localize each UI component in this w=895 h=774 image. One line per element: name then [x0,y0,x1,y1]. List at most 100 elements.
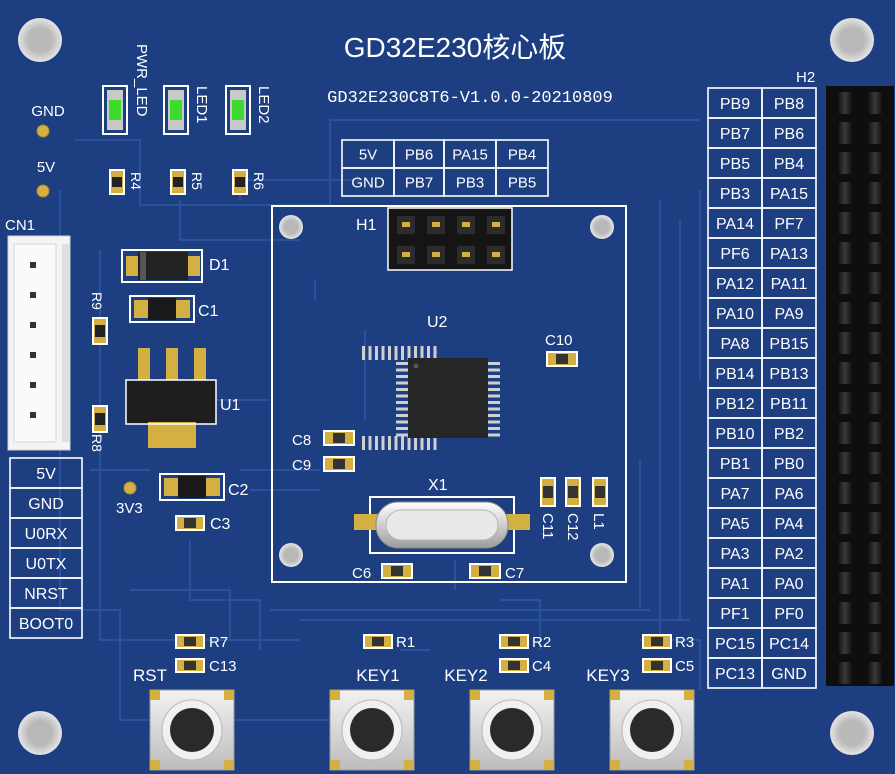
h2-cell-pa6: PA6 [774,486,803,503]
r7-label: R7 [209,634,228,651]
gnd-label: GND [31,103,65,120]
v33-testpoint [123,481,137,495]
h2-pin [838,662,852,684]
button-label: KEY3 [586,666,629,685]
h2-pin [838,92,852,114]
c6-label: C6 [352,565,371,582]
h2-pin [868,572,882,594]
gnd-testpoint [36,124,50,138]
h2-cell-pb7: PB7 [720,126,750,143]
button-key1[interactable] [329,689,415,771]
h2-pin [868,392,882,414]
cn1-pin-u0tx: U0TX [26,556,67,573]
h2-cell-pb4: PB4 [774,156,804,173]
led1-icon [170,100,182,120]
cn1-pin-u0rx: U0RX [25,526,68,543]
h2-pin [838,182,852,204]
c11-label: C11 [539,513,556,539]
h2-cell-pa9: PA9 [774,306,803,323]
board-title: GD32E230核心板 [344,32,567,63]
h2-pin [868,422,882,444]
c10-label: C10 [545,332,573,349]
button-cap-icon [490,708,534,752]
h2-pin [868,272,882,294]
h2-cell-pa15: PA15 [770,186,808,203]
h2-cell-pb6: PB6 [774,126,804,143]
core-hole-4 [590,543,614,567]
capacitor-c1 [129,295,195,323]
h2-cell-pa1: PA1 [720,576,749,593]
core-hole-2 [590,215,614,239]
h2-cell-pf6: PF6 [720,246,749,263]
h2-pin [868,242,882,264]
c9-label: C9 [292,457,311,474]
h2-cell-pa14: PA14 [716,216,754,233]
d1-label: D1 [209,257,230,274]
h2-pin [838,512,852,534]
h2-cell-pc13: PC13 [715,666,755,683]
button-label: KEY1 [356,666,399,685]
h1-pin [402,252,410,257]
resistor-row-top: R4 R5 R6 [109,169,267,195]
c1-label: C1 [198,303,219,320]
h2-cell-pb10: PB10 [715,426,754,443]
h2-cell-pb8: PB8 [774,96,804,113]
h2-pin [868,122,882,144]
h2-cell-pb12: PB12 [715,396,754,413]
h2-cell-pa5: PA5 [720,516,749,533]
r4-label: R4 [128,172,144,190]
h2-cell-pc15: PC15 [715,636,755,653]
h2-cell-pb13: PB13 [769,366,808,383]
r5-label: R5 [189,172,205,190]
v5-testpoint [36,184,50,198]
c4-label: C4 [532,658,551,675]
c13-label: C13 [209,658,237,675]
h2-header [826,86,894,686]
c8-label: C8 [292,432,311,449]
r9-label: R9 [89,292,105,310]
core-hole-3 [279,543,303,567]
c2-label: C2 [228,482,249,499]
r3-label: R3 [675,634,694,651]
led2-icon [232,100,244,120]
button-key3[interactable] [609,689,695,771]
u2-label: U2 [427,314,448,331]
crystal-x1 [354,496,530,554]
r8-label: R8 [89,434,105,452]
r2-label: R2 [532,634,551,651]
v5-label: 5V [37,159,55,176]
h2-pin [868,212,882,234]
h2-pin [868,602,882,624]
h2-cell-pa3: PA3 [720,546,749,563]
h2-cell-pb1: PB1 [720,456,750,473]
u1-label: U1 [220,397,241,414]
h2-label: H2 [796,69,815,86]
regulator-u1 [125,348,217,448]
h2-pin [868,362,882,384]
h2-pin [838,422,852,444]
h1-pin [462,222,470,227]
h2-pin [838,632,852,654]
h2-pin [868,662,882,684]
h2-cell-pf1: PF1 [720,606,749,623]
h2-pin [868,152,882,174]
core-hole-1 [279,215,303,239]
h2-pin [838,392,852,414]
c3-label: C3 [210,516,231,533]
button-key2[interactable] [469,689,555,771]
mount-hole-bottom-right [830,711,874,755]
u2-mcu-chip [408,358,488,438]
h2-cell-pb0: PB0 [774,456,804,473]
button-row-passives [175,634,672,673]
h1-pin [402,222,410,227]
h2-cell-pb9: PB9 [720,96,750,113]
h2-pin [868,92,882,114]
button-rst[interactable] [149,689,235,771]
mount-hole-top-left [18,18,62,62]
x1-label: X1 [428,477,448,494]
h2-cell-pb15: PB15 [769,336,808,353]
cn1-connector [7,235,71,451]
